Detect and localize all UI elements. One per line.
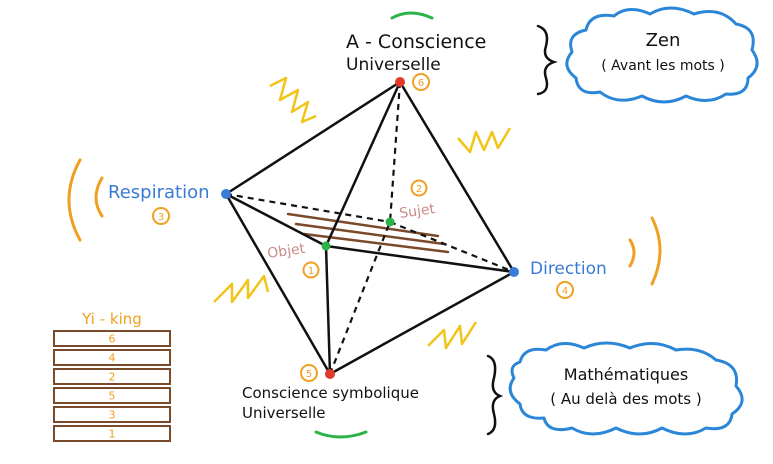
svg-text:4: 4 bbox=[562, 286, 568, 297]
bottom-node-line2: Universelle bbox=[242, 404, 326, 422]
yiking-row bbox=[53, 406, 171, 423]
svg-text:1: 1 bbox=[308, 266, 314, 277]
bottom-vertex bbox=[325, 369, 335, 379]
brace-bottom bbox=[486, 354, 504, 436]
sujet-vertex bbox=[385, 217, 395, 227]
yiking-table: 6 4 2 5 3 1 bbox=[53, 330, 171, 442]
svg-text:2: 2 bbox=[416, 184, 422, 195]
top-node-badge: 6 bbox=[412, 73, 430, 91]
objet-badge: 1 bbox=[302, 261, 320, 279]
yiking-row-value: 5 bbox=[109, 390, 116, 403]
yellow-squiggle-bottom-right bbox=[427, 321, 478, 350]
bottom-node-badge: 5 bbox=[300, 364, 318, 382]
top-node-line1: A - Conscience bbox=[346, 31, 486, 53]
yiking-row bbox=[53, 349, 171, 366]
cloud-bottom-title: Mathématiques bbox=[564, 365, 688, 384]
yiking-row-value: 2 bbox=[109, 371, 116, 384]
cloud-bottom-subtitle: ( Au delà des mots ) bbox=[550, 390, 701, 408]
svg-text:6: 6 bbox=[418, 78, 424, 89]
yiking-row-value: 4 bbox=[109, 352, 116, 365]
green-arc-bottom bbox=[314, 430, 368, 439]
left-node-label: Respiration bbox=[108, 182, 210, 203]
octahedron-hidden-edges bbox=[225, 81, 515, 375]
yiking-row bbox=[53, 425, 171, 442]
right-node-badge: 4 bbox=[556, 281, 574, 299]
svg-text:3: 3 bbox=[158, 212, 164, 223]
cloud-top-shape bbox=[565, 6, 759, 104]
octahedron-edges bbox=[224, 80, 516, 376]
yellow-squiggle-top-left bbox=[269, 76, 317, 124]
top-node-line2: Universelle bbox=[346, 55, 441, 75]
cloud-bottom-shape bbox=[508, 341, 744, 436]
brace-top bbox=[536, 24, 558, 96]
yiking-row-value: 1 bbox=[109, 428, 116, 441]
objet-label: Objet bbox=[266, 241, 306, 262]
sujet-label: Sujet bbox=[398, 201, 436, 222]
yiking-row bbox=[53, 387, 171, 404]
yiking-row-value: 6 bbox=[109, 333, 116, 346]
yellow-squiggle-top-right bbox=[457, 127, 512, 154]
yellow-squiggle-bottom-left bbox=[213, 274, 270, 304]
yiking-title: Yi - king bbox=[81, 310, 142, 328]
cloud-top-subtitle: ( Avant les mots ) bbox=[601, 58, 725, 74]
bottom-node-line1: Conscience symbolique bbox=[242, 384, 419, 402]
svg-text:5: 5 bbox=[306, 369, 312, 380]
left-vertex bbox=[221, 189, 231, 199]
top-vertex bbox=[395, 77, 405, 87]
yiking-row bbox=[53, 330, 171, 347]
yiking-row-value: 3 bbox=[109, 409, 116, 422]
center-hatching bbox=[286, 212, 450, 254]
right-vertex bbox=[509, 267, 519, 277]
right-node-label: Direction bbox=[530, 259, 607, 279]
orange-arc-left-inner bbox=[94, 176, 104, 218]
green-arc-top bbox=[390, 11, 434, 20]
yiking-row bbox=[53, 368, 171, 385]
orange-arc-right-outer bbox=[650, 216, 662, 286]
orange-arc-right-inner bbox=[628, 238, 636, 268]
objet-vertex bbox=[321, 241, 331, 251]
cloud-top-title: Zen bbox=[646, 30, 681, 51]
orange-arc-left-outer bbox=[67, 158, 82, 242]
left-node-badge: 3 bbox=[152, 207, 170, 225]
sujet-badge: 2 bbox=[410, 179, 428, 197]
